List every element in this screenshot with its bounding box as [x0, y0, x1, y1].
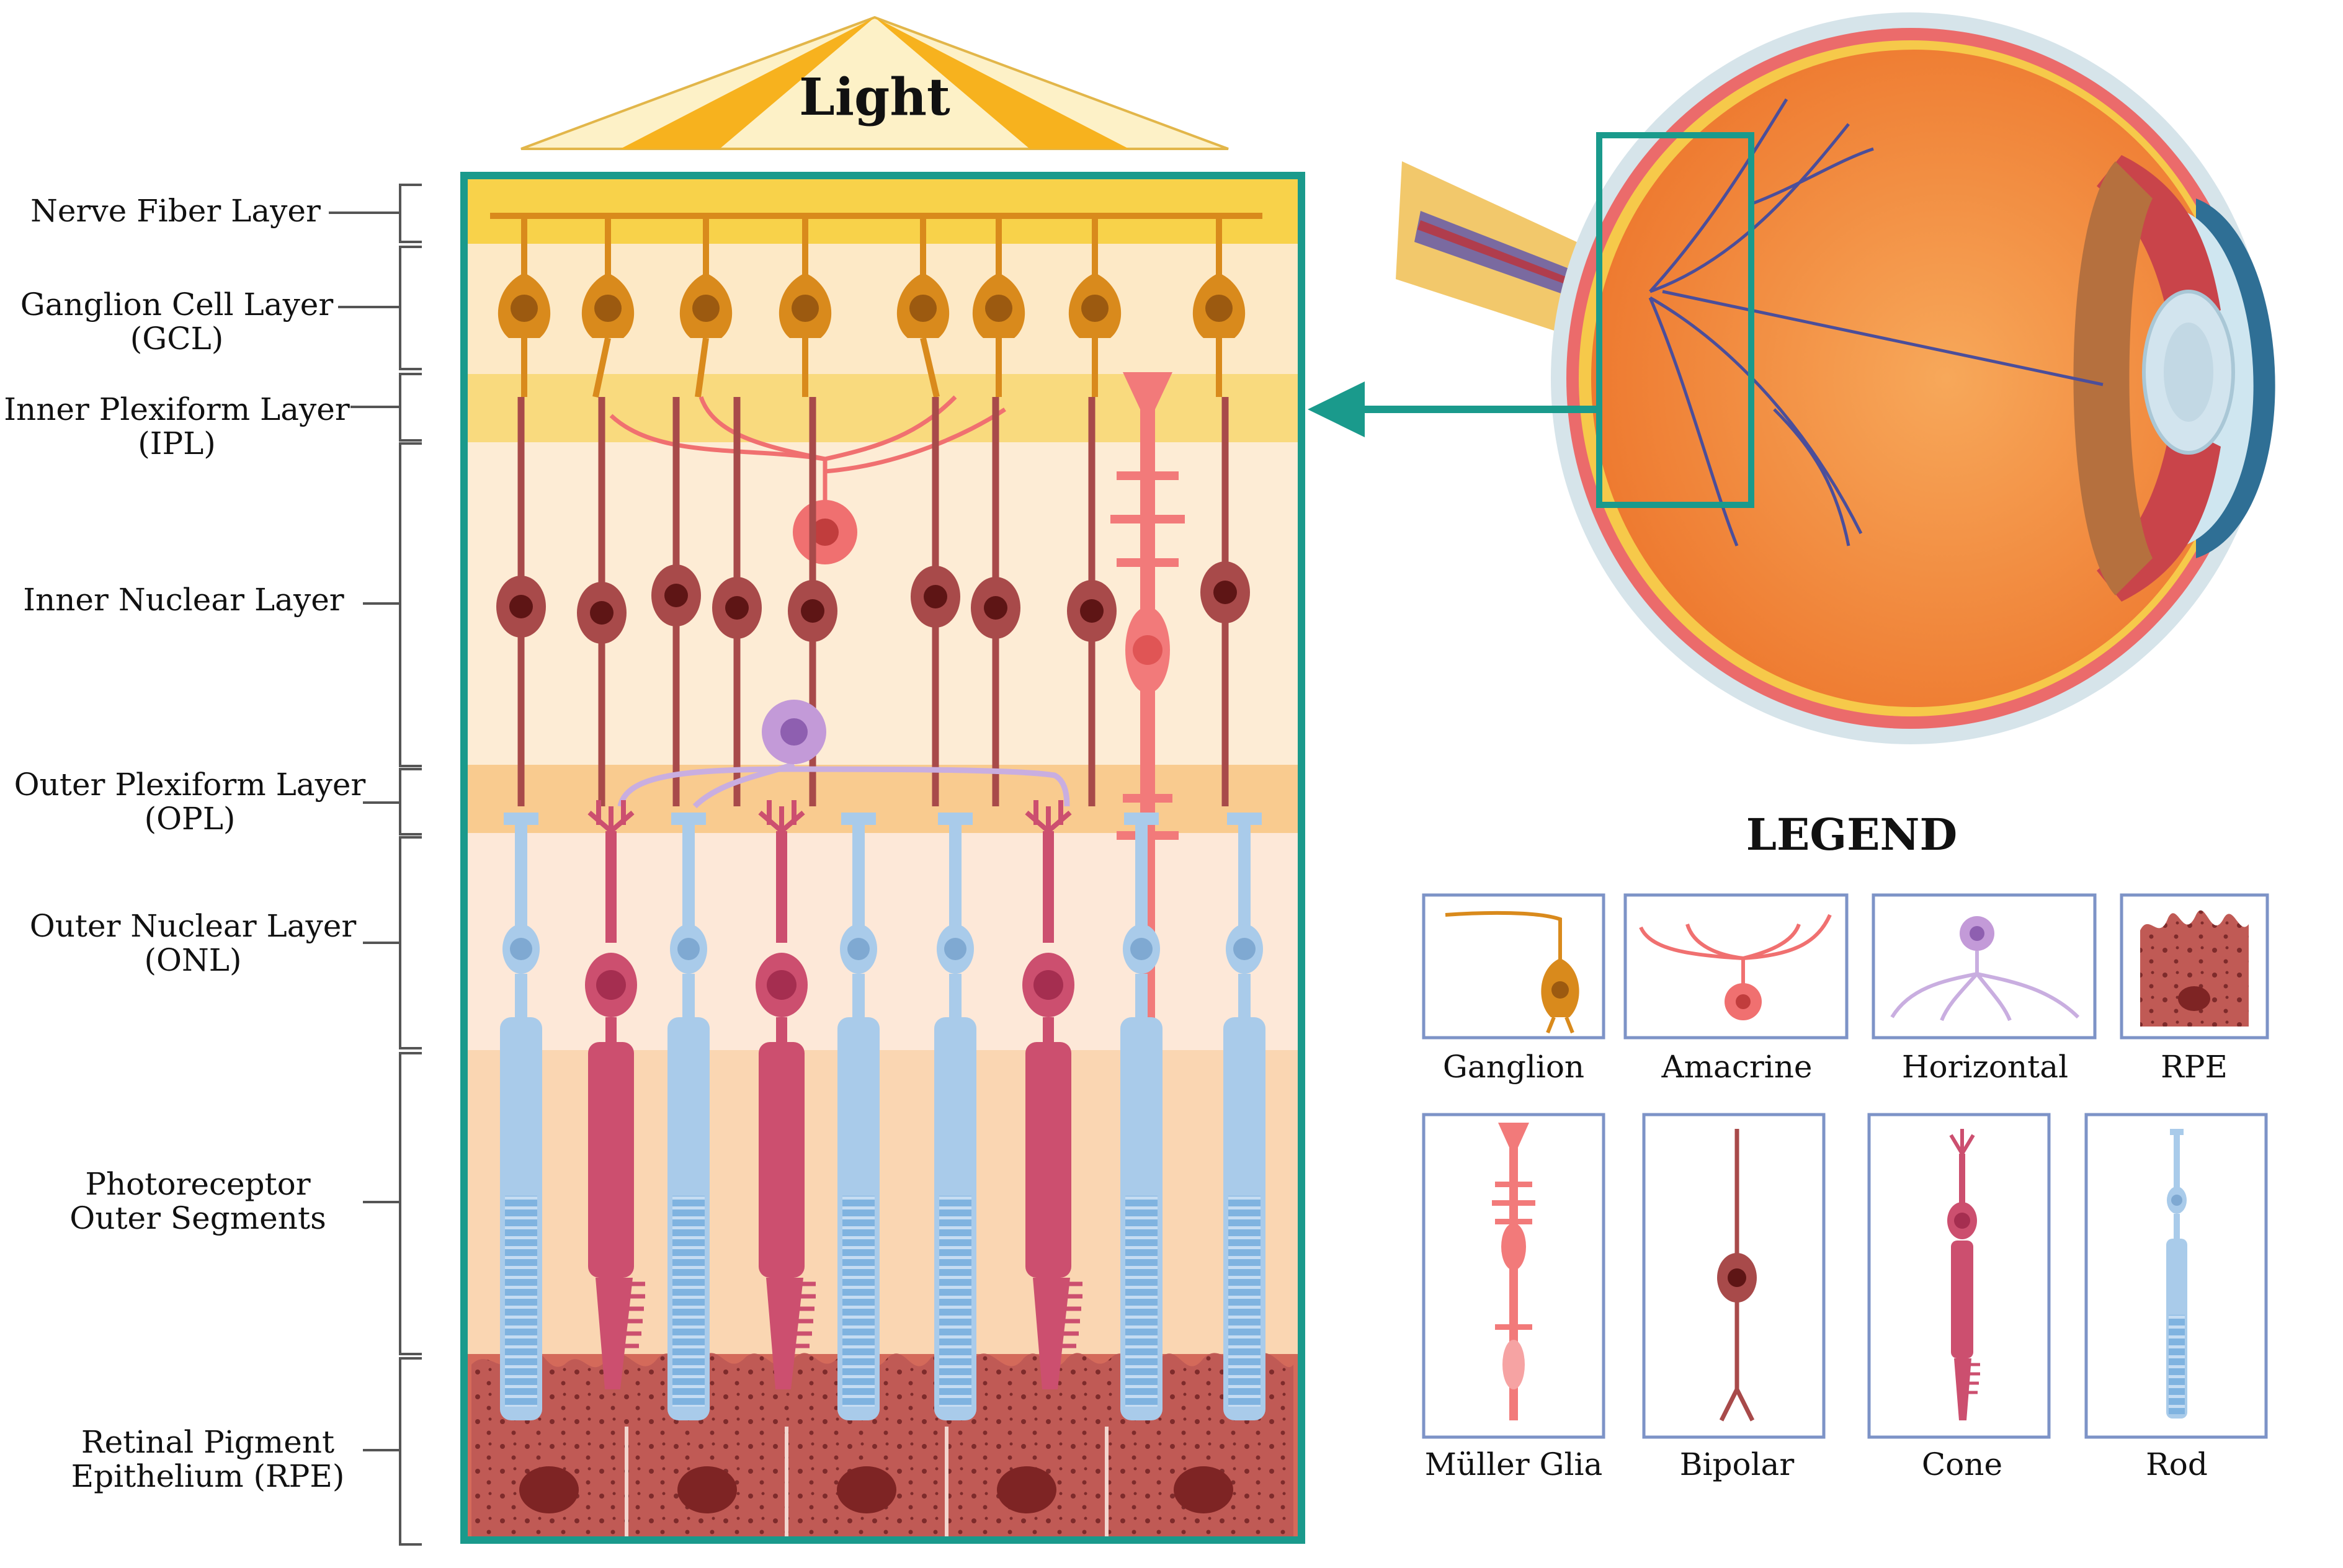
rod-cells: [500, 813, 1265, 1420]
rpe-layer: [471, 1347, 1293, 1538]
bipolar-cells: [496, 397, 1250, 806]
cone-cells: [585, 800, 1082, 1389]
legend-item-bipolar: Bipolar: [1642, 1113, 1826, 1482]
amacrine-cell-icon: [1639, 914, 1832, 1020]
label-ipl-abbr: (IPL): [138, 425, 216, 461]
rod-cell-icon: [2166, 1129, 2187, 1419]
ganglion-cells: [498, 216, 1246, 398]
legend-label-cone: Cone: [1922, 1446, 2002, 1482]
eye-selection-box: [1596, 132, 1754, 508]
legend-item-horizontal: Horizontal: [1872, 893, 2097, 1085]
legend-label-rpe: RPE: [2161, 1049, 2228, 1085]
cone-cell-icon: [1947, 1129, 1980, 1420]
label-outer-nuclear-layer: Outer Nuclear Layer: [30, 908, 357, 944]
legend-label-rod: Rod: [2146, 1446, 2208, 1482]
label-gcl-abbr: (GCL): [130, 321, 223, 357]
zoom-arrow: [1308, 381, 1599, 437]
legend-item-rod: Rod: [2084, 1113, 2268, 1482]
amacrine-cell: [609, 395, 1006, 564]
label-outer-plexiform-layer: Outer Plexiform Layer: [14, 767, 366, 803]
legend-label-muller-glia: Müller Glia: [1425, 1446, 1603, 1482]
legend-label-ganglion: Ganglion: [1443, 1049, 1584, 1085]
legend: LEGEND Ganglion Amacrine: [1422, 809, 2269, 1482]
label-ganglion-cell-layer: Ganglion Cell Layer: [20, 287, 334, 323]
legend-item-cone: Cone: [1867, 1113, 2051, 1482]
label-outer-segments: Outer Segments: [69, 1200, 326, 1236]
eye-illustration: [1396, 12, 2275, 744]
legend-item-ganglion: Ganglion: [1422, 893, 1605, 1085]
label-inner-nuclear-layer: Inner Nuclear Layer: [23, 582, 344, 618]
legend-label-horizontal: Horizontal: [1902, 1049, 2068, 1085]
label-inner-plexiform-layer: Inner Plexiform Layer: [4, 391, 350, 427]
muller-glia-icon: [1492, 1123, 1535, 1420]
light-label: Light: [799, 68, 950, 127]
rpe-cell-icon: [2140, 910, 2249, 1027]
layer-labels: Nerve Fiber Layer Ganglion Cell Layer (G…: [4, 193, 365, 1494]
label-epithelium-rpe: Epithelium (RPE): [71, 1458, 345, 1494]
ganglion-cell-icon: [1445, 911, 1579, 1034]
label-retinal-pigment: Retinal Pigment: [81, 1424, 334, 1460]
horizontal-cell-icon: [1890, 916, 2080, 1022]
legend-label-amacrine: Amacrine: [1661, 1049, 1812, 1085]
legend-item-rpe: RPE: [2120, 893, 2269, 1085]
retina-cross-section: [460, 172, 1305, 1544]
bipolar-cell-icon: [1717, 1129, 1757, 1422]
retina-frame: [460, 172, 1305, 1544]
label-onl-abbr: (ONL): [145, 942, 242, 978]
legend-item-muller-glia: Müller Glia: [1422, 1113, 1605, 1482]
label-opl-abbr: (OPL): [145, 801, 236, 837]
label-nerve-fiber-layer: Nerve Fiber Layer: [30, 193, 321, 229]
label-photoreceptor: Photoreceptor: [85, 1166, 310, 1202]
horizontal-cell: [617, 700, 1070, 809]
layer-brackets: [329, 184, 422, 1546]
legend-item-amacrine: Amacrine: [1623, 893, 1849, 1085]
legend-title: LEGEND: [1746, 809, 1957, 860]
light-roof: Light: [520, 16, 1229, 150]
legend-label-bipolar: Bipolar: [1680, 1446, 1795, 1482]
